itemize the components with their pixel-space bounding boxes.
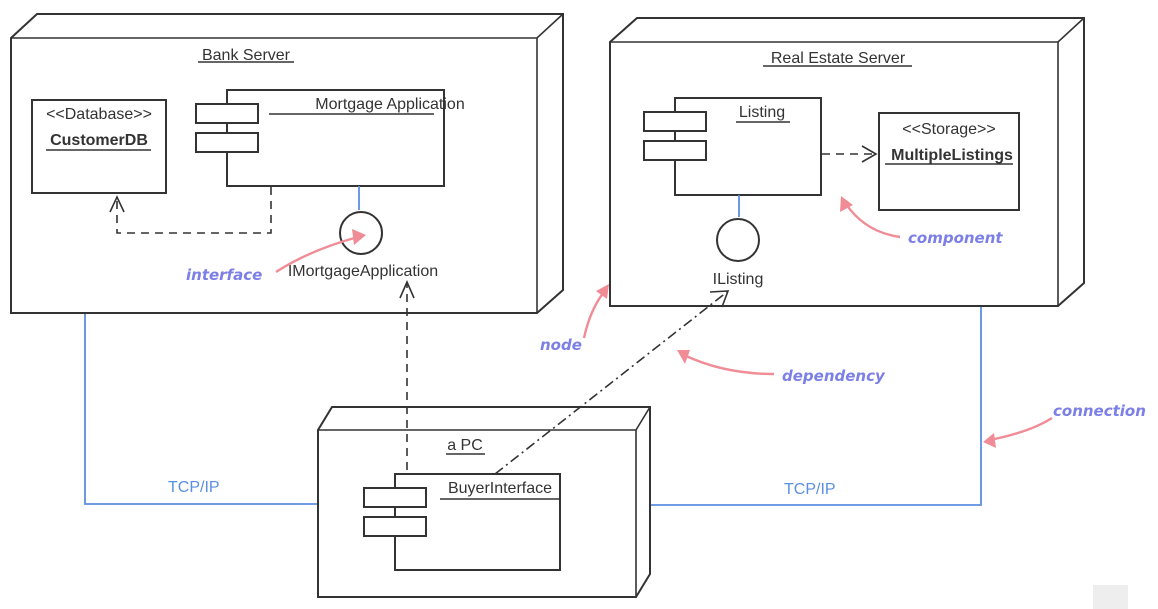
interface-ilisting-icon[interactable] — [716, 218, 760, 262]
node-title-real-estate-server: Real Estate Server — [771, 50, 906, 67]
stereotype-storage: <<Storage>> — [902, 121, 995, 138]
connection-label-right: TCP/IP — [784, 481, 836, 498]
interface-name-imortgage: IMortgageApplication — [288, 263, 438, 280]
component-port-top — [643, 111, 707, 132]
annotation-dependency: dependency — [782, 367, 886, 385]
component-name-buyer-interface: BuyerInterface — [448, 480, 552, 497]
connection-bank-pc[interactable] — [84, 312, 318, 505]
annotation-component: component — [908, 229, 1003, 247]
annotation-arrow-dependency — [677, 350, 775, 376]
component-name-listing: Listing — [739, 104, 785, 121]
annotation-arrow-node — [582, 284, 609, 339]
annotation-arrow-component — [840, 196, 901, 239]
node-title-bank-server: Bank Server — [202, 47, 291, 64]
annotation-connection: connection — [1053, 402, 1146, 420]
dependency-buyer-to-ilisting[interactable] — [494, 290, 730, 475]
component-buyer-interface[interactable] — [363, 473, 561, 571]
component-port-top — [363, 487, 427, 508]
annotation-node: node — [540, 336, 582, 354]
stereotype-database: <<Database>> — [46, 106, 152, 123]
artifact-multiple-listings[interactable] — [878, 112, 1020, 211]
interface-name-ilisting: IListing — [713, 271, 764, 288]
component-port-bottom — [363, 516, 427, 537]
connection-label-left: TCP/IP — [168, 479, 220, 496]
component-name-mortgage-application: Mortgage Application — [315, 96, 464, 113]
component-port-bottom — [643, 140, 707, 161]
artifact-customer-db[interactable] — [31, 99, 167, 194]
artifact-name-customer-db: CustomerDB — [50, 132, 148, 149]
annotation-arrow-interface — [275, 229, 366, 274]
annotation-interface: interface — [186, 266, 262, 284]
node-title-pc: a PC — [447, 437, 483, 454]
dependency-listing-to-multiplelistings[interactable] — [822, 145, 878, 163]
artifact-name-multiple-listings: MultipleListings — [891, 147, 1013, 164]
component-mortgage-application[interactable] — [195, 89, 445, 187]
connection-pc-realestate[interactable] — [650, 306, 982, 506]
dependency-mortgage-to-customerdb[interactable] — [109, 187, 272, 234]
dependency-buyer-to-imortgage[interactable] — [399, 280, 415, 470]
annotation-arrow-connection — [983, 416, 1053, 448]
component-port-bottom — [195, 132, 259, 153]
component-listing[interactable] — [643, 97, 822, 196]
corner-widget — [1093, 585, 1128, 609]
component-port-top — [195, 103, 259, 124]
